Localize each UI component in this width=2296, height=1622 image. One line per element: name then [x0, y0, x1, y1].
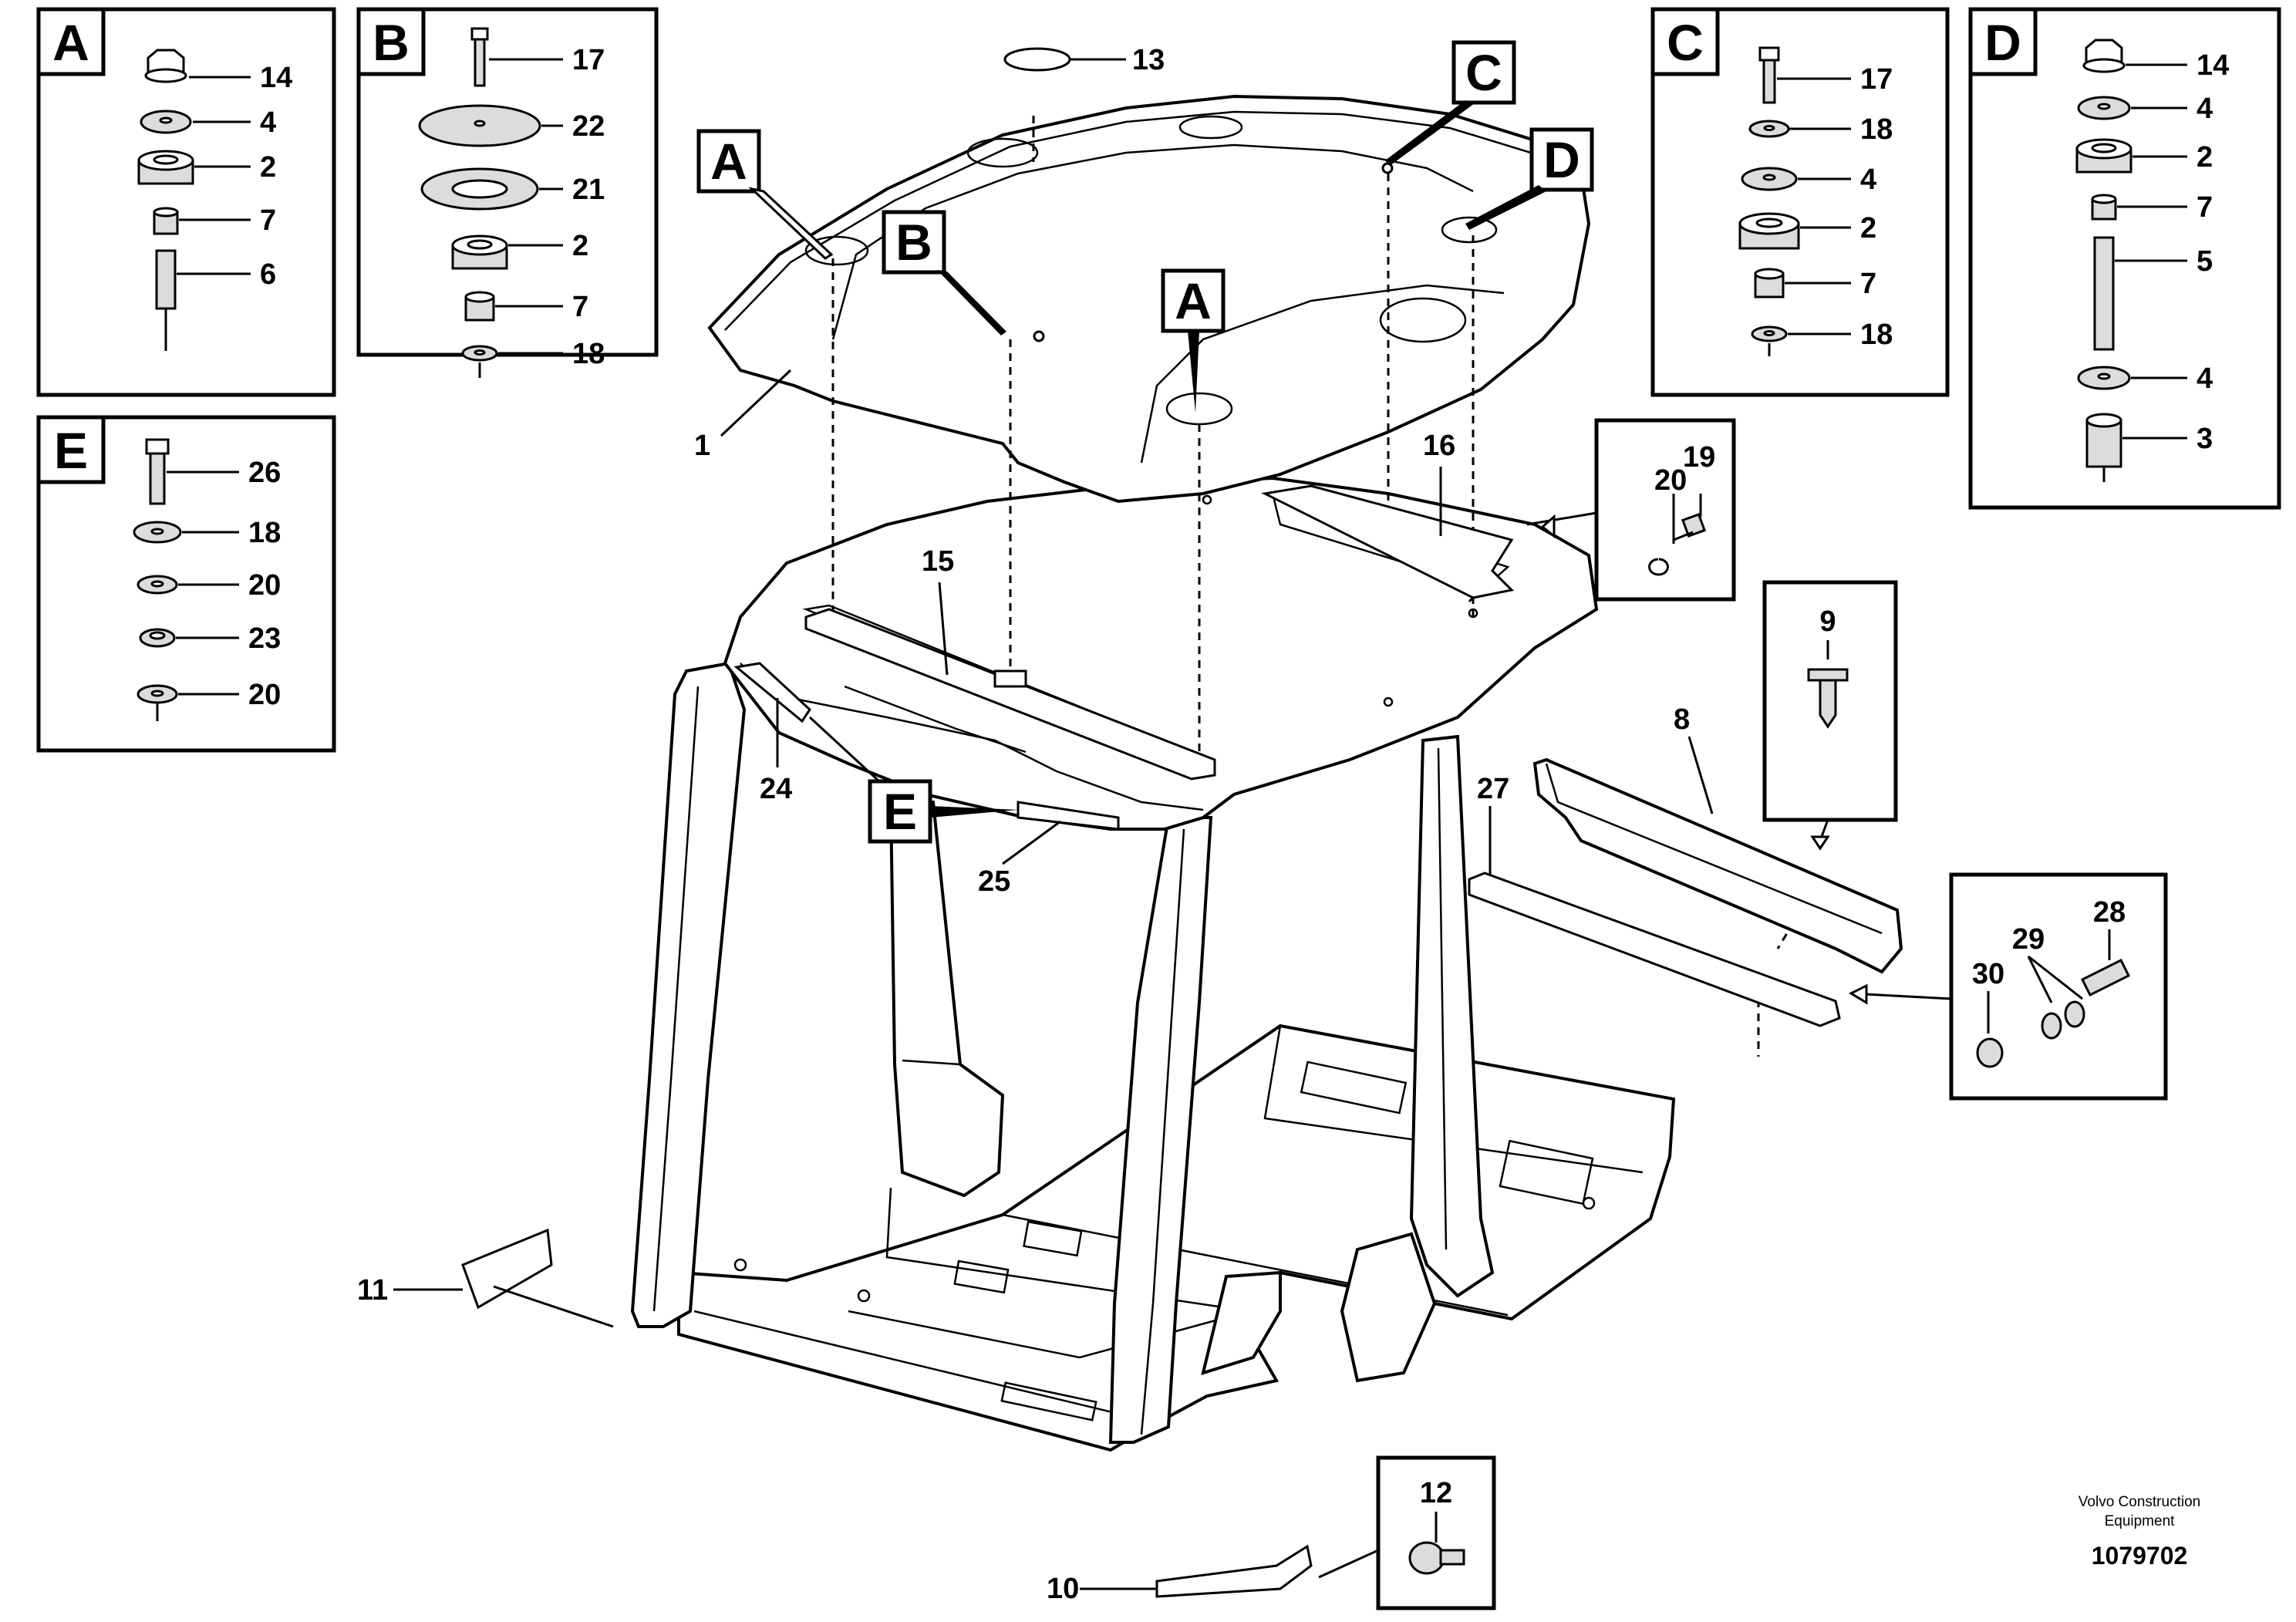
- svg-text:A: A: [1175, 272, 1212, 329]
- cab-frame: [630, 476, 1676, 1452]
- svg-text:E: E: [883, 783, 917, 840]
- cab-pillar-rear-right: [1409, 734, 1495, 1298]
- label-25: 25: [978, 865, 1010, 898]
- detail-c-part-18b: 18: [1860, 319, 1893, 351]
- detail-d-part-4b: 4: [2197, 363, 2213, 395]
- label-19: 19: [1683, 441, 1715, 474]
- detail-c-part-7: 7: [1860, 268, 1876, 300]
- callout-a-center: A: [1161, 268, 1226, 413]
- detail-a-part-7: 7: [260, 204, 276, 237]
- detail-box-a-letter: A: [52, 14, 89, 71]
- detail-a-part-2: 2: [260, 151, 276, 184]
- detail-b-part-22: 22: [572, 110, 605, 143]
- drawing-number: 1079702: [2092, 1542, 2188, 1570]
- svg-text:A: A: [710, 133, 747, 190]
- detail-box-e: E 26 18 20 23 20: [36, 415, 336, 753]
- detail-a-part-6: 6: [260, 258, 276, 291]
- detail-a-part-14: 14: [260, 62, 292, 94]
- label-20: 20: [1654, 464, 1687, 497]
- detail-e-part-20: 20: [248, 569, 281, 602]
- footer-brand: Volvo Construction Equipment 1079702: [2079, 1494, 2200, 1570]
- cab-pillar-front-left: [630, 661, 747, 1328]
- detail-c-part-18: 18: [1860, 113, 1893, 146]
- detail-e-part-20b: 20: [248, 679, 281, 711]
- detail-box-d-letter: D: [1984, 14, 2021, 71]
- detail-box-e-letter: E: [54, 422, 88, 479]
- detail-box-b-letter: B: [373, 14, 410, 71]
- cab-pillar-front-right: [1108, 816, 1213, 1444]
- cab-pillar-rear-left: [888, 801, 1005, 1198]
- callout-d: D: [1465, 127, 1594, 230]
- detail-c-part-4: 4: [1860, 164, 1876, 196]
- detail-d-part-5: 5: [2197, 245, 2213, 278]
- detail-b-part-18: 18: [572, 338, 605, 370]
- detail-b-part-21: 21: [572, 174, 605, 206]
- brand-line-1: Volvo Construction: [2079, 1494, 2200, 1510]
- detail-d-part-4: 4: [2197, 93, 2213, 125]
- detail-box-9: 9: [1762, 580, 1898, 822]
- label-11: 11: [357, 1274, 388, 1307]
- label-15: 15: [922, 545, 954, 578]
- svg-text:B: B: [895, 214, 932, 271]
- bracket-25: [1017, 801, 1120, 831]
- svg-text:D: D: [1543, 131, 1580, 188]
- label-29: 29: [2012, 923, 2045, 956]
- detail-c-part-17: 17: [1860, 63, 1893, 96]
- callout-b: B: [882, 210, 1006, 336]
- detail-box-d: D 14 4 2 7 5 4 3: [1968, 7, 2281, 510]
- detail-e-part-23: 23: [248, 622, 281, 655]
- detail-b-part-7: 7: [572, 291, 588, 323]
- label-28: 28: [2093, 896, 2126, 929]
- detail-box-c-letter: C: [1667, 14, 1704, 71]
- rear-strip-27: [1468, 872, 1841, 1027]
- roof-plate-16: [1261, 484, 1515, 599]
- label-27: 27: [1477, 773, 1509, 805]
- roof-strip-15: [804, 608, 1216, 781]
- label-13: 13: [1132, 44, 1165, 76]
- bracket-11: [461, 1228, 553, 1310]
- callout-a-left: A: [696, 129, 834, 260]
- bracket-24: [733, 662, 811, 723]
- roof-panel: [707, 94, 1591, 504]
- roof-seal-13: [1003, 47, 1071, 72]
- callout-c: C: [1385, 40, 1516, 166]
- label-12: 12: [1420, 1477, 1452, 1509]
- detail-box-a: A 14 4 2 7 6: [36, 7, 336, 397]
- detail-d-part-7: 7: [2197, 191, 2213, 224]
- label-1: 1: [694, 430, 710, 462]
- detail-c-part-2: 2: [1860, 212, 1876, 244]
- detail-box-c: C 17 18 4 2 7 18: [1650, 7, 1950, 397]
- label-10: 10: [1047, 1573, 1079, 1605]
- detail-box-b: B 17 22 21 2 7 18: [356, 7, 659, 378]
- label-30: 30: [1972, 958, 2004, 990]
- detail-d-part-14: 14: [2197, 49, 2229, 82]
- detail-a-part-4: 4: [260, 106, 276, 139]
- detail-b-part-17: 17: [572, 44, 605, 76]
- svg-text:C: C: [1465, 44, 1502, 101]
- detail-box-19-20: 20 19: [1594, 418, 1736, 602]
- bracket-10: [1155, 1544, 1313, 1598]
- main-part-labels: 1 13 15 16 24 25 8 27 11 10: [357, 44, 1714, 1605]
- label-24: 24: [760, 773, 792, 805]
- rear-cover-8: [1532, 757, 1903, 974]
- detail-d-part-3: 3: [2197, 423, 2213, 455]
- label-16: 16: [1423, 430, 1455, 462]
- brand-line-2: Equipment: [2105, 1513, 2176, 1529]
- callout-e: E: [808, 716, 1018, 844]
- detail-b-part-2: 2: [572, 230, 588, 262]
- detail-box-12: 12: [1376, 1455, 1496, 1610]
- detail-d-part-2: 2: [2197, 141, 2213, 174]
- detail-e-part-26: 26: [248, 457, 281, 489]
- detail-e-part-18: 18: [248, 517, 281, 549]
- label-9: 9: [1819, 605, 1836, 638]
- label-8: 8: [1674, 703, 1690, 736]
- detail-box-28-30: 28 29 30: [1949, 872, 2168, 1101]
